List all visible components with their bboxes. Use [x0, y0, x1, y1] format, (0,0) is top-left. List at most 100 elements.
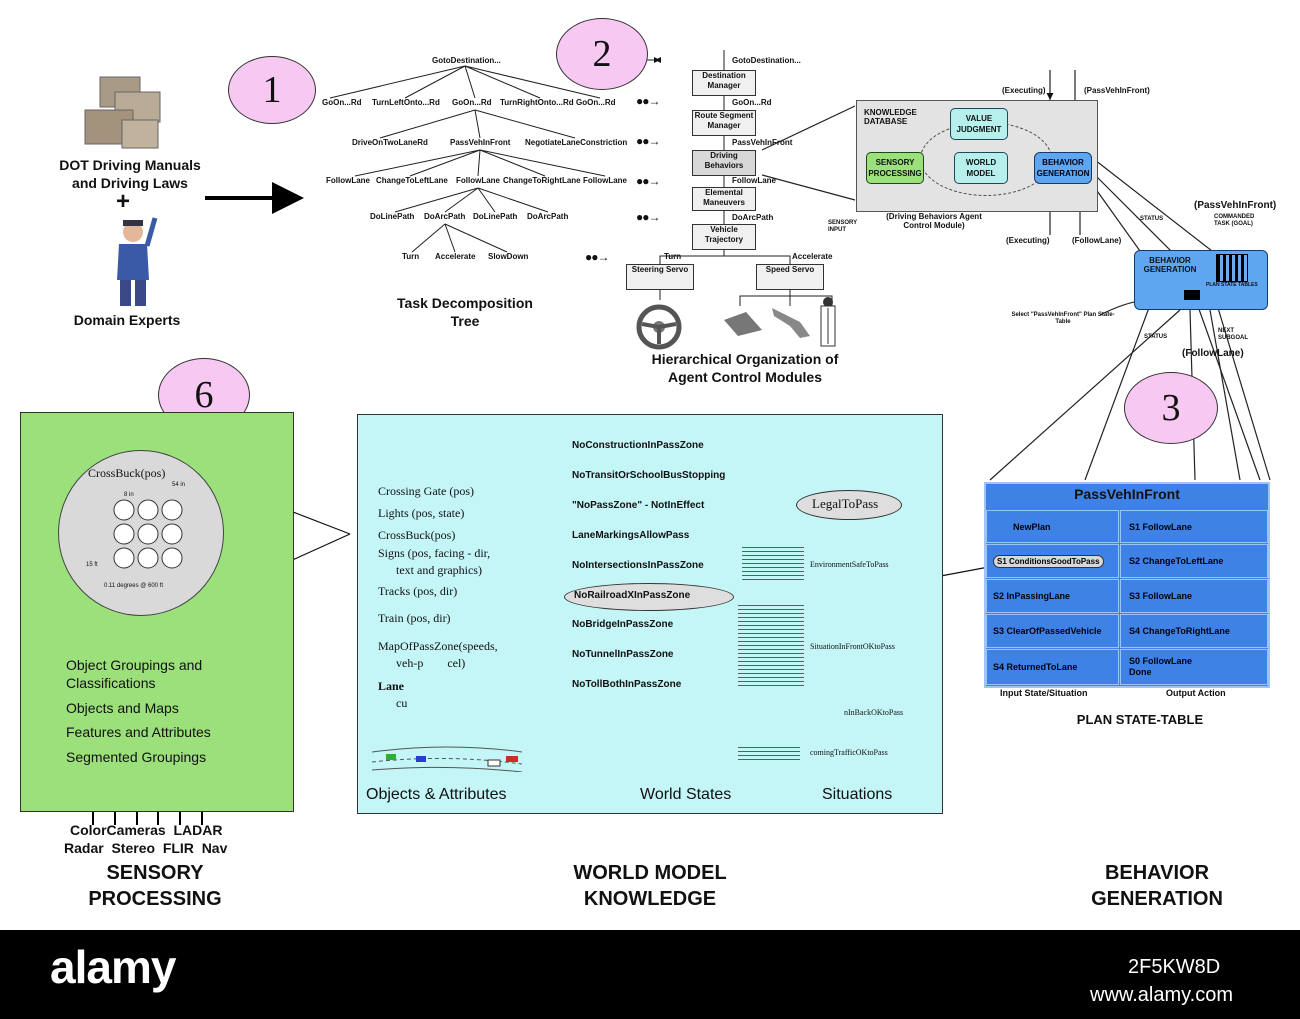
tree-node: DoLinePath [473, 212, 518, 221]
speed-servo: Speed Servo [756, 264, 824, 290]
sensors-row2: Radar Stereo FLIR Nav [64, 840, 228, 856]
object-attribute: text and graphics) [396, 563, 482, 577]
object-attribute: Signs (pos, facing - dir, [378, 546, 491, 560]
brake-pedal-icon [770, 302, 814, 347]
label-world-states: World States [640, 786, 732, 803]
module-driving-behaviors: Driving Behaviors [692, 150, 756, 176]
command-label: GoOn...Rd [732, 98, 772, 107]
tree-ellipsis: ●●→ [585, 250, 609, 264]
circle-3: 3 [1124, 372, 1218, 444]
gear-shift-icon [818, 296, 842, 353]
table-cell: S3 FollowLane [1129, 591, 1193, 601]
tree-node: FollowLane [456, 176, 500, 185]
tree-node: GoOn...Rd [452, 98, 492, 107]
table-cell: S4 ReturnedToLane [993, 662, 1078, 672]
selected-table-icon [1184, 290, 1200, 300]
tree-node: ChangeToRightLane [503, 176, 581, 185]
table-cell-highlighted: S1 ConditionsGoodToPass [993, 554, 1104, 568]
dimension-8: 8 in [124, 492, 134, 498]
tree-ellipsis: ●●→ [636, 210, 660, 224]
situation: comingTrafficOKtoPass [810, 748, 888, 757]
tree-node: TurnRightOnto...Rd [500, 98, 574, 107]
object-attribute: veh-p cel) [396, 656, 466, 670]
status-label: STATUS [1140, 216, 1164, 222]
tree-root: GotoDestination... [432, 56, 501, 65]
module-route-segment-manager: Route Segment Manager [692, 110, 756, 136]
legal-to-pass: LegalToPass [812, 496, 879, 511]
sensory-input-label: SENSORY INPUT [828, 220, 858, 233]
table-row-input: S3 ClearOfPassedVehicle [986, 614, 1119, 648]
object-attribute: Crossing Gate (pos) [378, 484, 474, 498]
command-label: GotoDestination... [732, 56, 801, 65]
behavior-generation-box: BEHAVIOR GENERATION [1034, 152, 1092, 184]
task-tree-caption: Task Decomposition Tree [397, 295, 533, 329]
value-judgment: VALUE JUDGMENT [950, 108, 1008, 140]
world-state: NoConstructionInPassZone [572, 440, 704, 451]
module-destination-manager: Destination Manager [692, 70, 756, 96]
turn-label: Turn [664, 252, 682, 261]
situation: EnvironmentSafeToPass [810, 560, 889, 569]
executing-bottom: (Executing) [1006, 236, 1050, 245]
followlane-mid: (FollowLane) [1072, 236, 1122, 245]
tree-node: PassVehInFront [450, 138, 511, 147]
table-cell: S0 FollowLane Done [1129, 656, 1193, 677]
circle-2: 2 [556, 18, 648, 90]
watermark-id: 2F5KW8D [1128, 956, 1221, 978]
plan-table-caption: PLAN STATE-TABLE [1076, 712, 1204, 727]
module-elemental-maneuvers: Elemental Maneuvers [692, 187, 756, 211]
watermark-logo: alamy [50, 941, 176, 993]
world-state: NoTollBothInPassZone [572, 679, 682, 690]
table-row-input: S4 ReturnedToLane [986, 649, 1119, 685]
plan-table-title: PassVehInFront [1074, 486, 1180, 502]
state-table-grid-icon [1216, 254, 1248, 282]
passveh-top: (PassVehInFront) [1084, 86, 1150, 95]
tree-ellipsis: ●●→ [636, 174, 660, 188]
situation-detail-text [738, 746, 800, 760]
tree-node: FollowLane [326, 176, 370, 185]
experts-label: Domain Experts [73, 312, 181, 328]
table-row-output: S0 FollowLane Done [1120, 649, 1268, 685]
table-row-output: S1 FollowLane [1120, 510, 1268, 543]
tree-node: FollowLane [583, 176, 627, 185]
watermark-bar [0, 930, 1300, 1019]
world-state: NoIntersectionsInPassZone [572, 560, 704, 571]
no-railroad-ellipse [564, 583, 734, 611]
col-input-label: Input State/Situation [1000, 688, 1088, 698]
executing-top: (Executing) [1002, 86, 1046, 95]
sensory-processing-box: SENSORY PROCESSING [866, 152, 924, 184]
object-attribute: CrossBuck(pos) [378, 528, 456, 542]
table-row-output: S3 FollowLane [1120, 579, 1268, 613]
tree-node: GoOn...Rd [322, 98, 362, 107]
manuals-label: DOT Driving Manuals and Driving Laws [59, 157, 201, 191]
expert-icon [105, 210, 165, 310]
object-attribute: Lights (pos, state) [378, 506, 465, 520]
table-cell: S3 ClearOfPassedVehicle [993, 626, 1102, 636]
tree-node: GoOn...Rd [576, 98, 616, 107]
kd-label: KNOWLEDGE DATABASE [864, 108, 917, 126]
dimension-degrees: 0.11 degrees @ 600 ft [104, 583, 164, 589]
tree-node: ChangeToLeftLane [376, 176, 448, 185]
tree-node: NegotiateLaneConstriction [525, 138, 628, 147]
sensors-row1: ColorCameras LADAR [70, 822, 223, 838]
table-row-input: NewPlan [986, 510, 1119, 543]
world-state: NoTunnelInPassZone [572, 649, 674, 660]
table-cell: S1 FollowLane [1129, 521, 1193, 532]
followlane-bottom: (FollowLane) [1182, 348, 1244, 359]
command-label: FollowLane [732, 176, 776, 185]
situation: SituationInFrontOKtoPass [810, 642, 895, 651]
table-cell: S2 InPassingLane [993, 591, 1071, 601]
sensory-item: Segmented Groupings [66, 749, 207, 765]
object-attribute: MapOfPassZone(speeds, [378, 639, 498, 653]
table-row-output: S4 ChangeToRightLane [1120, 614, 1268, 648]
legal-to-pass-ellipse [796, 490, 902, 520]
world-state-highlighted: NoRailroadXInPassZone [574, 590, 691, 601]
world-state: NoTransitOrSchoolBusStopping [572, 470, 726, 481]
commanded-task-label: COMMANDED TASK (GOAL) [1214, 214, 1255, 227]
world-model-box: WORLD MODEL [954, 152, 1008, 184]
steering-wheel-icon [636, 304, 682, 355]
tree-node: DoArcPath [527, 212, 569, 221]
tree-node: DoLinePath [370, 212, 415, 221]
watermark-url: www.alamy.com [1090, 984, 1233, 1006]
world-state: NoBridgeInPassZone [572, 619, 674, 630]
world-state: LaneMarkingsAllowPass [572, 530, 690, 541]
